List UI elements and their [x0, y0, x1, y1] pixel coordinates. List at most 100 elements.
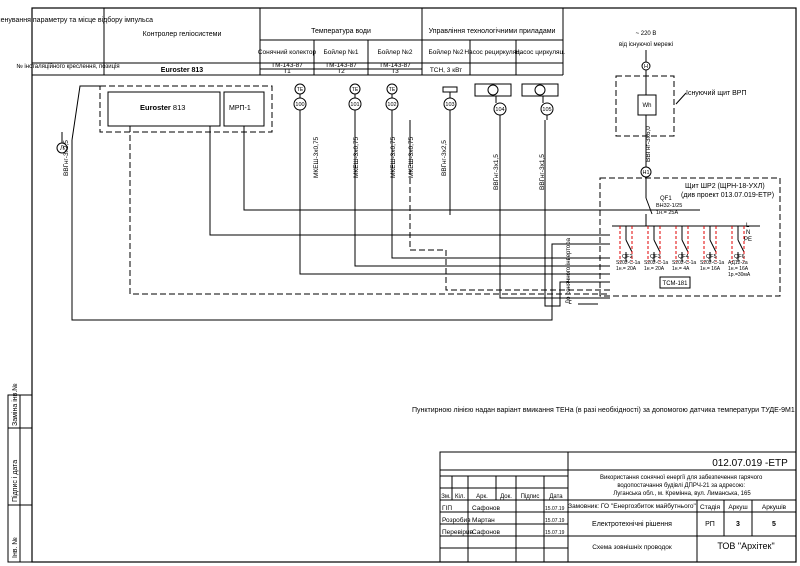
breaker-type: S202-C-1a	[672, 260, 696, 266]
tb-role: ГІП	[442, 505, 452, 512]
tb-hdr-cell: Док.	[500, 494, 512, 500]
tb-date: 15.07.19	[545, 506, 565, 512]
hdr-col-name: Сонячний колектор	[258, 48, 317, 56]
cable-label: ВВГнг-3х2,5	[63, 140, 70, 176]
sheet-frame	[31, 7, 797, 563]
heater-num: 103	[445, 102, 454, 108]
project-description: Використання сонячної енергії для забезп…	[600, 475, 764, 497]
tb-hdr-cell: Арк.	[476, 494, 488, 500]
h1-tag: Н1	[642, 170, 649, 176]
tb-hdr-cell: Підпис	[521, 494, 540, 500]
sheet-title: Схема зовнішніх проводок	[592, 543, 672, 551]
breaker-extra: 1р.=30мА	[728, 272, 751, 278]
tb-name: Сафонов	[472, 529, 501, 536]
hdr-col-name: Бойлер №2	[429, 48, 464, 56]
breaker-type: S202-C-1a	[700, 260, 724, 266]
tsm-label: ТСМ-181	[663, 281, 689, 287]
panel-title: Щит ШР2 (ЩРН-18-УХЛ)	[685, 183, 765, 190]
supply-voltage: ~ 220 В	[636, 31, 657, 37]
cable-label: МКЕШ-3х0,75	[390, 136, 397, 178]
breaker-id: QF4	[678, 254, 689, 260]
hdr-col-sensor: ТМ-143-87	[325, 62, 357, 69]
tb-date: 15.07.19	[545, 518, 565, 524]
hdr-col-name: Бойлер №1	[324, 48, 359, 56]
hdr-col-pos: Т3	[391, 68, 399, 75]
bus-l: L	[746, 223, 750, 229]
sensor-num: 101	[350, 102, 359, 108]
section: Електротехнічні рішення	[592, 520, 672, 528]
power-supply: ~ 220 В від існуючої мережі Н Wh Існуючи…	[566, 31, 781, 305]
side-inv: Інв. №	[12, 537, 19, 558]
hdr-col-sensor: ТСН, 3 кВт	[430, 67, 462, 74]
tb-role: Перевірив	[442, 528, 474, 536]
side-sign-date: Підпис і дата	[11, 460, 19, 502]
hdr-pos: № інсталяційного креслення, позиція	[16, 63, 119, 70]
breaker-id: QF3	[650, 254, 661, 260]
tb-hdr-cell: Кіл.	[455, 494, 465, 500]
qf1-rating: 1н.= 25А	[656, 210, 678, 216]
bus-n: N	[746, 230, 750, 236]
cable-label: ВВГнг-3х1,5	[493, 154, 500, 190]
bus-pe: PE	[744, 237, 752, 243]
cable-label: ВВГнг-3х2,5	[441, 140, 448, 176]
breaker-rating: 1н.= 16А	[700, 266, 721, 272]
hdr-col-sensor: ТМ-143-87	[379, 62, 411, 69]
tb-hdr-cell: Зм.	[441, 494, 451, 500]
tb-name: Мартан	[472, 517, 495, 524]
relay-box: МРП-1	[223, 91, 265, 127]
qf1-type: ВН32-1/25	[656, 203, 682, 209]
pump-num: 104	[495, 107, 504, 113]
customer: Замовник: ГО "Енергозбиток майбутнього"	[568, 502, 696, 510]
company: ТОВ "Архітек"	[717, 541, 774, 551]
tsm-box	[659, 276, 691, 289]
hdr-col-pos: Т2	[337, 68, 345, 75]
controller-num: 813	[171, 103, 186, 112]
sensor-tag: TE	[389, 87, 396, 93]
stage-hdr: Стадія	[700, 503, 720, 511]
breaker-id: QF2	[622, 254, 633, 260]
cable-label: МКЕШ-3х0,75	[313, 136, 320, 178]
sheets-val: 5	[772, 521, 776, 528]
inverter-label: До сонячного інвертора	[566, 237, 572, 304]
tb-date: 15.07.19	[545, 530, 565, 536]
hdr-col-sensor: ТМ-143-87	[271, 62, 303, 69]
sheet-hdr: Аркуш	[728, 504, 747, 511]
hdr-col-name: Бойлер №2	[378, 48, 413, 56]
panel-subtitle: (див проект 013.07.019-ЕТР)	[681, 192, 774, 199]
hdr-control: Управління технологічними приладами	[429, 27, 556, 35]
hdr-col-pos: Т1	[283, 68, 291, 75]
meter-label: Wh	[643, 103, 652, 109]
wiring	[61, 85, 700, 321]
existing-panel-label: Існуючий щит ВРП	[686, 89, 747, 97]
tb-hdr-cell: Дата	[549, 494, 563, 500]
breaker-id: QF6	[734, 254, 745, 260]
cable-label: МКЕШ-3х0,75	[353, 136, 360, 178]
pump-num: 105	[542, 107, 551, 113]
relay-label: МРП-1	[229, 105, 251, 112]
note-text: Пунктирною лінією надан варіант вмикання…	[412, 406, 795, 414]
sensor-tag: TE	[297, 87, 304, 93]
title-block: 012.07.019 -ЕТР Використання сонячної ен…	[439, 451, 797, 563]
breaker-rating: 1н.= 20А	[644, 266, 665, 272]
l-tag: Л	[60, 146, 64, 152]
sensor-num: 102	[387, 102, 396, 108]
supply-source: від існуючої мережі	[619, 42, 673, 48]
tb-name: Сафонов	[472, 505, 501, 512]
hdr-temp: Температура води	[311, 28, 371, 35]
breaker-rating: 1н.= 16А	[728, 266, 749, 272]
pump-icon	[487, 84, 499, 96]
tb-role: Розробив	[442, 516, 471, 524]
hdr-param: Найменування параметру та місце відбору …	[0, 16, 153, 24]
controller-box: Euroster 813	[107, 91, 221, 127]
breaker-rating: 1н.= 4А	[672, 266, 690, 272]
cable-label: ВВГнг-3х1,5	[539, 154, 546, 190]
controller-dashed-enclosure	[99, 85, 273, 133]
existing-panel-box	[615, 75, 675, 137]
breaker-type: S202-C-1a	[644, 260, 668, 266]
sensor-tag: TE	[352, 87, 359, 93]
side-stamp: Заміна інв.№ Підпис і дата Інв. №	[7, 383, 33, 563]
stage-val: РП	[705, 521, 715, 528]
